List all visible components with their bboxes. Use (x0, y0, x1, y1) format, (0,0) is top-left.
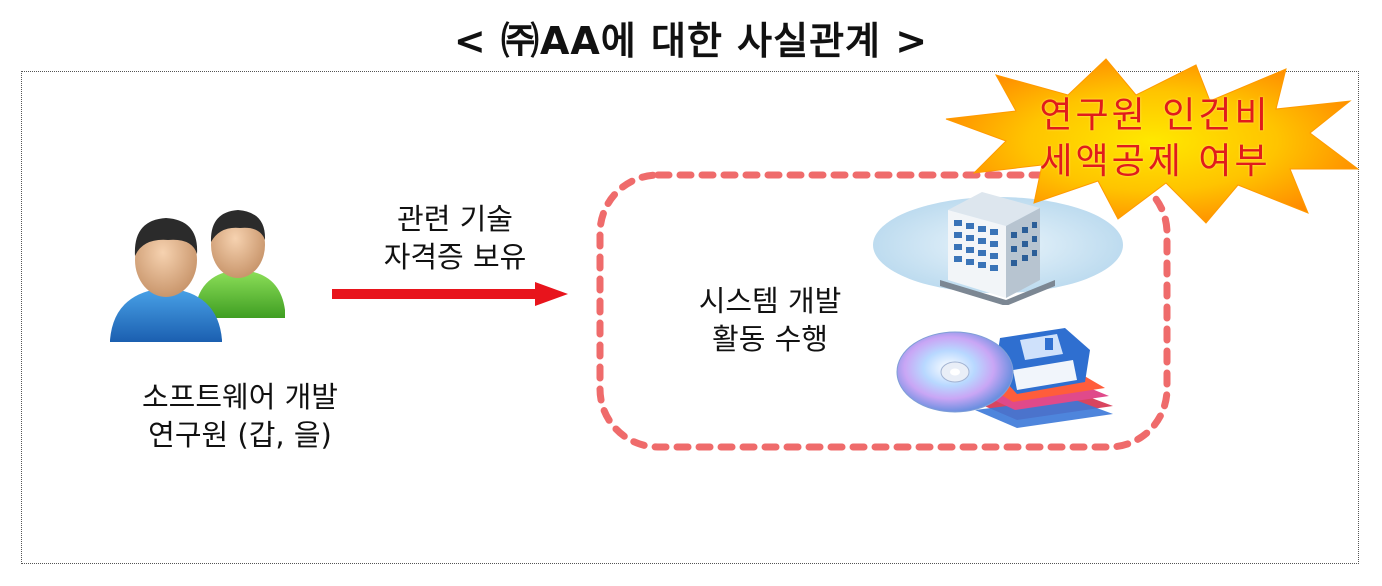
callout-line2: 세액공제 여부 (1039, 141, 1271, 182)
callout-starburst (945, 58, 1360, 224)
relation-line1: 관련 기술 (397, 202, 513, 236)
researchers-icon (110, 210, 285, 342)
page-title: < ㈜AA에 대한 사실관계 > (453, 19, 929, 63)
activity-label: 시스템 개발 활동 수행 (655, 282, 885, 358)
researcher-label: 소프트웨어 개발 연구원 (갑, 을) (105, 378, 375, 454)
diagram-frame (21, 71, 1359, 564)
software-media-icon (896, 328, 1113, 428)
activity-line1: 시스템 개발 (698, 284, 842, 318)
company-building-icon (873, 192, 1123, 305)
callout-text: 연구원 인건비 세액공제 여부 (1010, 93, 1300, 185)
relation-arrow (332, 282, 568, 306)
activity-line2: 활동 수행 (712, 322, 828, 356)
researcher-line1: 소프트웨어 개발 (142, 380, 338, 414)
researcher-line2: 연구원 (갑, 을) (148, 418, 332, 452)
callout-line1: 연구원 인건비 (1039, 95, 1271, 136)
relation-line2: 자격증 보유 (383, 240, 527, 274)
activity-dashed-box (596, 171, 1171, 451)
relation-label: 관련 기술 자격증 보유 (345, 200, 565, 276)
